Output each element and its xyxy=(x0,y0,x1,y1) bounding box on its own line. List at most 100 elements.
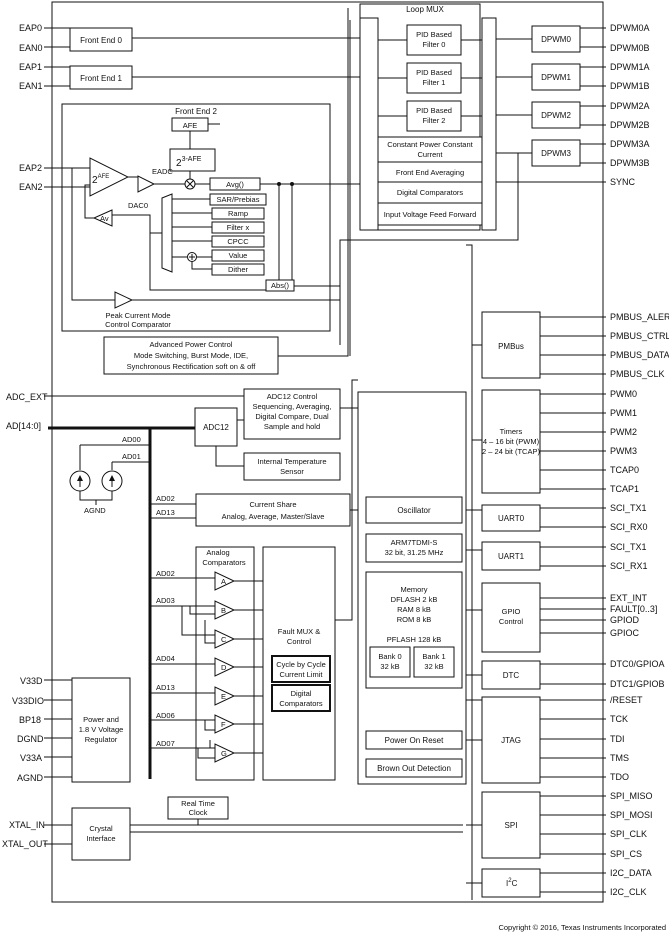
spi-label: SPI xyxy=(505,821,518,830)
peak-current-comparator xyxy=(114,291,134,309)
filter-x-label: Filter x xyxy=(227,223,250,232)
dac-selector-mux xyxy=(161,193,173,273)
pin-dtc1: DTC1/GPIOB xyxy=(610,679,665,689)
pin-tdo: TDO xyxy=(610,772,629,782)
comparator-g: G xyxy=(214,743,236,763)
fe-averaging-label: Front End Averaging xyxy=(396,168,464,177)
cpu-block xyxy=(365,533,463,563)
ad-label-8: AD06 xyxy=(156,711,175,720)
fault-mux-line2: Control xyxy=(287,637,312,646)
afe-gain-base: 2 xyxy=(92,175,98,186)
pid2-line1: PID Based xyxy=(416,106,452,115)
memory-line4: ROM 8 kB xyxy=(397,615,432,624)
bank-0 xyxy=(369,646,411,678)
pid1-line1: PID Based xyxy=(416,68,452,77)
pin-v33a: V33A xyxy=(20,753,42,763)
pin-eap0: EAP0 xyxy=(19,23,42,33)
pin-ext-int: EXT_INT xyxy=(610,593,648,603)
avg-label: Avg() xyxy=(226,180,244,189)
pin-bp18: BP18 xyxy=(19,715,41,725)
pin-eap2: EAP2 xyxy=(19,163,42,173)
comparator-e-label: E xyxy=(221,692,226,701)
rtc-line1: Real Time xyxy=(181,799,215,808)
temp-sensor-line1: Internal Temperature xyxy=(257,457,326,466)
pin-sci-rx1: SCI_RX1 xyxy=(610,561,648,571)
dac0-label: DAC0 xyxy=(128,201,148,210)
peak-current-label-2: Control Comparator xyxy=(105,320,171,329)
pin-tdi: TDI xyxy=(610,734,625,744)
memory-line2: DFLASH 2 kB xyxy=(391,595,438,604)
power-regulator-line1: Power and xyxy=(83,715,119,724)
crystal-interface-block xyxy=(71,807,131,861)
pflash-label: PFLASH 128 kB xyxy=(387,635,442,644)
pin-dtc0: DTC0/GPIOA xyxy=(610,659,665,669)
gpio-line1: GPIO xyxy=(502,607,521,616)
afe-gain-exp: AFE xyxy=(98,174,110,180)
adc12-ctrl-line3: Digital Compare, Dual xyxy=(255,412,329,421)
pid2-line2: Filter 2 xyxy=(423,116,446,125)
pin-fault: FAULT[0..3] xyxy=(610,604,657,614)
front-end-outputs xyxy=(132,37,360,78)
pmbus-label: PMBus xyxy=(498,342,524,351)
sar-prebias-label: SAR/Prebias xyxy=(217,195,260,204)
comparator-g-label: G xyxy=(221,749,227,758)
pin-pmbus-clk: PMBUS_CLK xyxy=(610,369,665,379)
pmbus-block xyxy=(481,311,541,379)
pin-pmbus-alert: PMBUS_ALERT xyxy=(610,312,669,322)
spi-block xyxy=(481,791,541,859)
right-pin-group: DPWM0A DPWM0B DPWM1A DPWM1B DPWM2A DPWM2… xyxy=(610,23,669,897)
cpu-line2: 32 bit, 31.25 MHz xyxy=(385,548,444,557)
uart0-label: UART0 xyxy=(498,514,525,523)
front-end-2-frame xyxy=(61,103,331,332)
dither-label: Dither xyxy=(228,265,249,274)
adc12-control-block xyxy=(243,388,341,440)
dpwm2-label: DPWM2 xyxy=(541,111,571,120)
uart1-label: UART1 xyxy=(498,552,525,561)
front-end-2-title: Front End 2 xyxy=(175,107,217,116)
ad-label-9: AD07 xyxy=(156,739,175,748)
pin-i2c-data: I2C_DATA xyxy=(610,868,652,878)
pin-pwm1: PWM1 xyxy=(610,408,637,418)
dpwm2-block xyxy=(531,101,581,129)
uart0-block xyxy=(481,504,541,532)
ad-label-0: AD00 xyxy=(122,435,141,444)
pin-dpwm3a: DPWM3A xyxy=(610,139,650,149)
ad-label-3: AD13 xyxy=(156,508,175,517)
pin-spi-clk: SPI_CLK xyxy=(610,829,647,839)
cpcc-block-line1: Constant Power Constant xyxy=(387,140,473,149)
pin-dpwm3b: DPWM3B xyxy=(610,158,650,168)
cpu-line1: ARM7TDMI-S xyxy=(391,538,438,547)
pin-i2c-clk: I2C_CLK xyxy=(610,887,647,897)
cpcc-label: CPCC xyxy=(227,237,249,246)
left-pin-leads xyxy=(44,27,244,845)
timers-block xyxy=(481,389,541,494)
pid-filter-0 xyxy=(406,24,462,56)
dpwm0-block xyxy=(531,25,581,53)
pin-sci-tx1-a: SCI_TX1 xyxy=(610,503,647,513)
pin-spi-mosi: SPI_MOSI xyxy=(610,810,653,820)
por-label: Power On Reset xyxy=(385,736,444,745)
dpwm1-label: DPWM1 xyxy=(541,73,571,82)
pin-dpwm2b: DPWM2B xyxy=(610,120,650,130)
left-pin-group: EAP0 EAN0 EAP1 EAN1 EAP2 EAN2 ADC_EXT AD… xyxy=(2,23,48,849)
pin-dpwm2a: DPWM2A xyxy=(610,101,650,111)
av-amplifier xyxy=(92,209,113,227)
ad-label-7: AD13 xyxy=(156,683,175,692)
ad-label-4: AD02 xyxy=(156,569,175,578)
digital-comparators-label: Digital Comparators xyxy=(397,188,464,197)
pin-dpwm1b: DPWM1B xyxy=(610,81,650,91)
power-regulator-line2: 1.8 V Voltage xyxy=(79,725,124,734)
chip-outline xyxy=(51,1,604,903)
pin-v33dio: V33DIO xyxy=(12,696,44,706)
pin-spi-cs: SPI_CS xyxy=(610,849,642,859)
comparator-c-label: C xyxy=(221,635,227,644)
dpwm1-block xyxy=(531,63,581,91)
adv-power-line2: Mode Switching, Burst Mode, IDE, xyxy=(134,351,248,360)
current-share-block xyxy=(195,493,351,527)
pin-sync: SYNC xyxy=(610,177,636,187)
ad-label-5: AD03 xyxy=(156,596,175,605)
pin-eap1: EAP1 xyxy=(19,62,42,72)
pin-spi-miso: SPI_MISO xyxy=(610,791,653,801)
pin-reset: /RESET xyxy=(610,695,643,705)
